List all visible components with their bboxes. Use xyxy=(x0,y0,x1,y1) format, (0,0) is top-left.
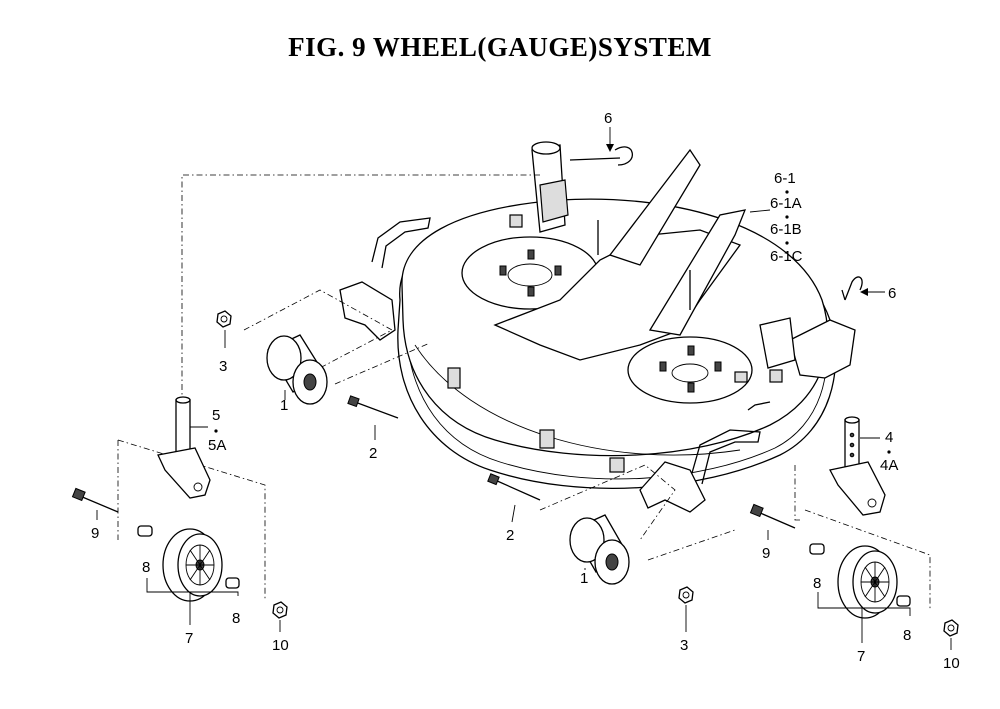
bushing-8-left-rear xyxy=(225,577,240,589)
callout-2-right: 2 xyxy=(506,527,514,544)
roller-bolt-2-right xyxy=(487,473,541,501)
axle-bolt-9-right xyxy=(749,503,796,529)
bushing-8-left-front xyxy=(137,525,153,537)
deck-roller-1-right xyxy=(569,514,630,585)
callout-10-right: 10 xyxy=(943,655,960,672)
clevis-pin-6-rear xyxy=(569,146,634,166)
mower-deck xyxy=(339,141,856,513)
callout-1-left: 1 xyxy=(280,397,288,414)
gauge-wheel-7-right xyxy=(837,545,898,619)
lock-nut-10-left xyxy=(272,601,288,619)
callout-5: 5 xyxy=(212,407,220,424)
lock-nut-10-right xyxy=(943,619,959,637)
callout-6-1c: 6-1C xyxy=(770,248,803,265)
callout-6-1: 6-1 xyxy=(774,170,796,187)
callout-10-left: 10 xyxy=(272,637,289,654)
bushing-8-right-rear xyxy=(896,595,911,607)
callout-9-left: 9 xyxy=(91,525,99,542)
callout-2-left: 2 xyxy=(369,445,377,462)
callout-8-left-front: 8 xyxy=(142,559,150,576)
bushing-8-right-front xyxy=(809,543,825,555)
callout-8-left-rear: 8 xyxy=(232,610,240,627)
callout-7-left: 7 xyxy=(185,630,193,647)
callout-4a: 4A xyxy=(880,457,898,474)
callout-1-right: 1 xyxy=(580,570,588,587)
callout-3-left: 3 xyxy=(219,358,227,375)
callout-5a: 5A xyxy=(208,437,226,454)
gauge-wheel-7-left xyxy=(162,528,223,602)
figure-title: FIG. 9 WHEEL(GAUGE)SYSTEM xyxy=(288,32,712,62)
callout-3-right: 3 xyxy=(680,637,688,654)
callout-8-right-rear: 8 xyxy=(903,627,911,644)
callout-8-right-front: 8 xyxy=(813,575,821,592)
gauge-wheel-arm-5 xyxy=(157,396,211,499)
axle-bolt-9-left xyxy=(71,487,119,513)
deck-roller-1-left xyxy=(266,334,328,405)
callout-4: 4 xyxy=(885,429,893,446)
roller-bolt-2-left xyxy=(347,395,399,419)
callouts: 6 6 6-1 6-1A 6-1B 6-1C 3 3 1 1 2 2 5 5A … xyxy=(91,110,960,672)
gauge-wheel-arm-4 xyxy=(829,416,886,516)
clevis-pin-6-right xyxy=(841,276,863,301)
nut-3-right xyxy=(678,586,694,604)
callout-6-1b: 6-1B xyxy=(770,221,802,238)
nut-3-left xyxy=(216,310,232,328)
callout-6-rear: 6 xyxy=(604,110,612,127)
callout-leaders xyxy=(96,127,952,650)
callout-6-right: 6 xyxy=(888,285,896,302)
callout-6-1a: 6-1A xyxy=(770,195,802,212)
leader-lines xyxy=(117,174,931,610)
callout-9-right: 9 xyxy=(762,545,770,562)
callout-7-right: 7 xyxy=(857,648,865,665)
